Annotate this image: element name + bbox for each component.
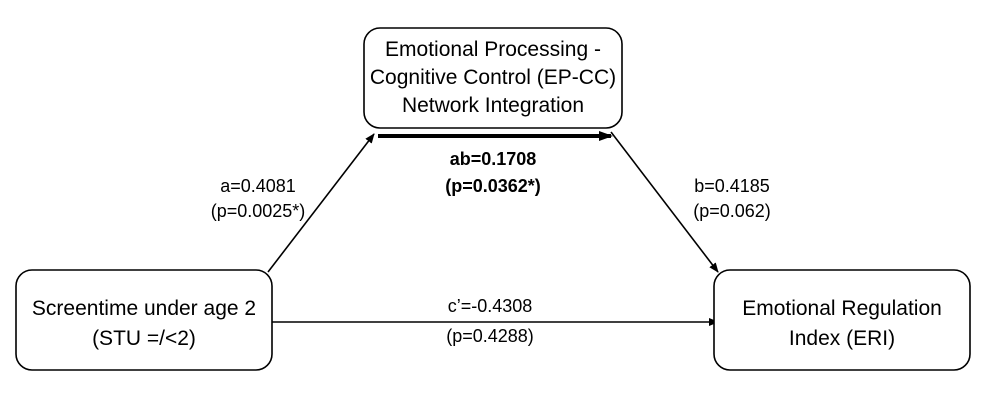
mediator-label-line-3: Network Integration bbox=[402, 94, 584, 117]
mediator-node: Emotional Processing - Cognitive Control… bbox=[363, 27, 623, 129]
path-a-p-value: (p=0.0025*) bbox=[211, 201, 306, 221]
path-ab-coefficient: ab=0.1708 bbox=[450, 149, 537, 169]
path-b-coefficient: b=0.4185 bbox=[694, 176, 770, 196]
path-b-arrow bbox=[610, 131, 719, 273]
path-c-prime-p-value: (p=0.4288) bbox=[446, 326, 534, 346]
path-ab-p-value: (p=0.0362*) bbox=[445, 176, 541, 196]
predictor-label-line-2: (STU =/<2) bbox=[92, 327, 196, 350]
mediator-label-line-1: Emotional Processing - bbox=[385, 38, 601, 61]
predictor-node: Screentime under age 2 (STU =/<2) bbox=[15, 269, 273, 371]
outcome-label-line-1: Emotional Regulation bbox=[742, 297, 942, 320]
path-c-prime-coefficient: c’=-0.4308 bbox=[448, 296, 533, 316]
outcome-label-line-2: Index (ERI) bbox=[789, 327, 895, 350]
path-a-arrow bbox=[267, 133, 375, 273]
mediator-label-line-2: Cognitive Control (EP-CC) bbox=[370, 66, 616, 89]
predictor-label-line-1: Screentime under age 2 bbox=[32, 297, 256, 320]
outcome-node: Emotional Regulation Index (ERI) bbox=[713, 269, 971, 371]
path-b-p-value: (p=0.062) bbox=[693, 201, 771, 221]
path-a-coefficient: a=0.4081 bbox=[220, 176, 296, 196]
